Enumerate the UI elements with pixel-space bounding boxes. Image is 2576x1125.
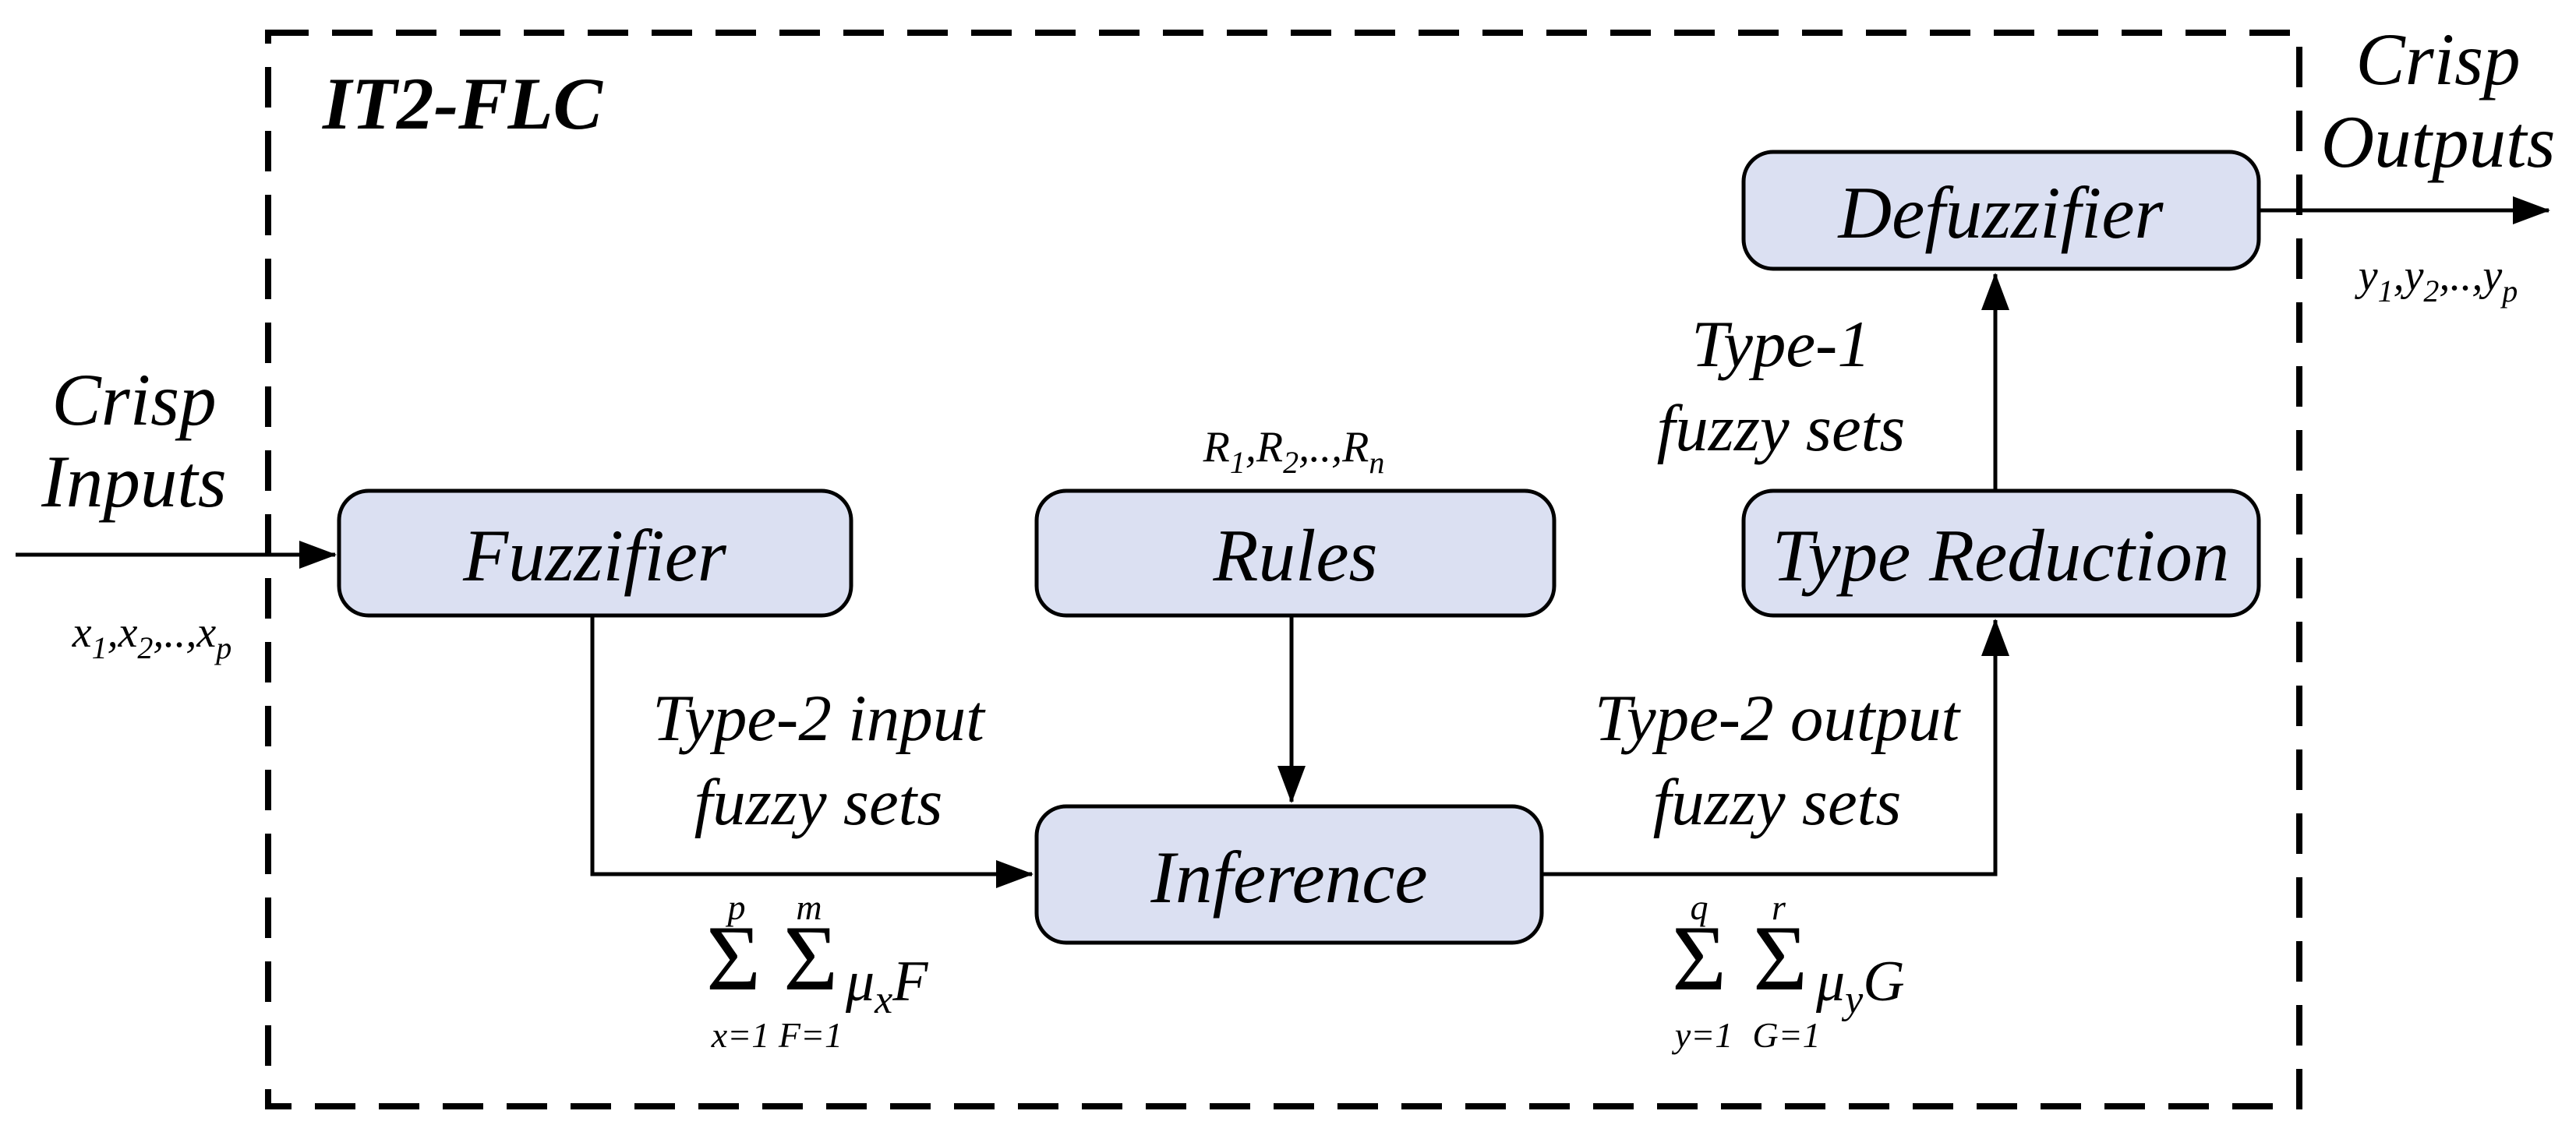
sum-input-upper1: p xyxy=(726,887,746,927)
crisp-inputs-label-line1: Crisp xyxy=(51,358,216,441)
inference-label: Inference xyxy=(1150,836,1427,919)
sum-input-lower2: F=1 xyxy=(778,1015,843,1055)
type-reduction-label: Type Reduction xyxy=(1772,514,2230,597)
type2-output-label-line1: Type-2 output xyxy=(1595,682,1962,755)
sum-output-upper1: q xyxy=(1691,887,1708,927)
sum-input-term: μxF xyxy=(845,950,928,1022)
rules-variables-label: R1,R2,..,Rn xyxy=(1203,423,1385,480)
rules-box xyxy=(1034,488,1557,618)
sum-input-sigma2: Σ xyxy=(783,906,838,1010)
controller-boundary-dashed-box xyxy=(265,30,2302,1109)
sum-input-sigma1: Σ xyxy=(706,906,761,1010)
fuzzifier-box xyxy=(337,488,853,618)
type2-input-label-line2: fuzzy sets xyxy=(694,766,943,839)
edge-inference-to-type-reduction xyxy=(1542,619,2009,876)
sum-output-term: μyG xyxy=(1815,950,1905,1022)
container-title: IT2-FLC xyxy=(322,62,604,145)
sum-output-sigma2: Σ xyxy=(1753,906,1807,1010)
type1-label-line1: Type-1 xyxy=(1691,308,1871,381)
fuzzifier-label: Fuzzifier xyxy=(462,514,727,597)
defuzzifier-label: Defuzzifier xyxy=(1837,171,2164,254)
edge-fuzzifier-to-inference xyxy=(590,615,1034,888)
type-reduction-box xyxy=(1741,488,2261,618)
sum-output-lower2: G=1 xyxy=(1752,1015,1820,1055)
defuzzifier-box xyxy=(1741,150,2261,271)
type1-label-line2: fuzzy sets xyxy=(1657,392,1906,465)
crisp-inputs-label-line2: Inputs xyxy=(41,440,227,523)
inference-box xyxy=(1034,804,1544,945)
sum-output-upper2: r xyxy=(1772,887,1786,927)
sum-input-upper2: m xyxy=(796,887,822,927)
sum-output-lower1: y=1 xyxy=(1672,1015,1733,1055)
type2-input-label-line1: Type-2 input xyxy=(652,682,986,755)
input-variables-label: x1,x2,..,xp xyxy=(72,608,232,665)
type2-output-label-line2: fuzzy sets xyxy=(1653,766,1902,839)
sum-output-sigma1: Σ xyxy=(1672,906,1726,1010)
sum-input-lower1: x=1 xyxy=(711,1015,769,1055)
output-variables-label: y1,y2,..,yp xyxy=(2355,252,2518,309)
crisp-outputs-label-line2: Outputs xyxy=(2321,101,2556,183)
crisp-outputs-label-line1: Crisp xyxy=(2355,18,2520,101)
rules-label: Rules xyxy=(1212,514,1377,597)
